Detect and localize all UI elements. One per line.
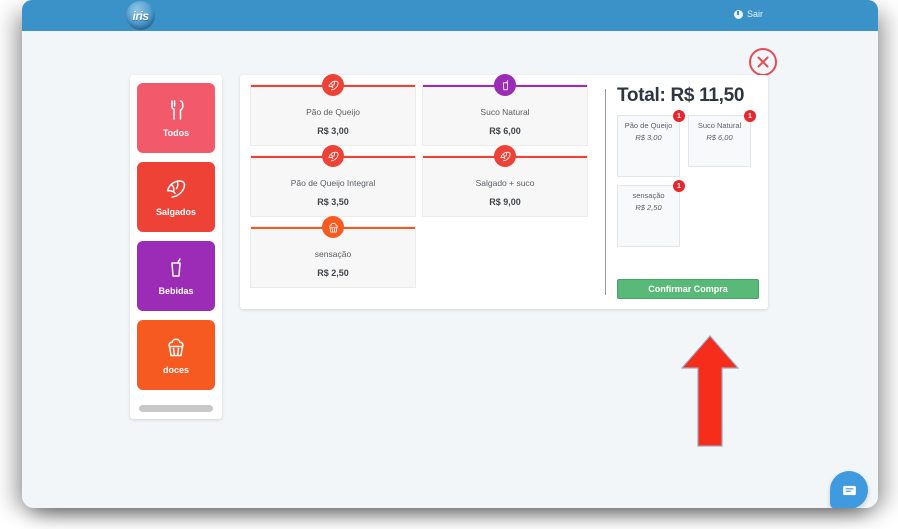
product-icon-badge xyxy=(322,74,344,96)
close-button[interactable] xyxy=(749,48,777,76)
product-icon-badge xyxy=(494,74,516,96)
croissant-icon xyxy=(327,151,339,161)
category-button-salgados[interactable]: Salgados xyxy=(137,162,215,232)
product-card[interactable]: Suco Natural R$ 6,00 xyxy=(422,74,588,146)
product-name: Pão de Queijo Integral xyxy=(290,177,376,188)
product-icon-badge xyxy=(494,145,516,167)
panel-divider xyxy=(605,89,606,295)
logout-button[interactable]: Sair xyxy=(733,9,763,19)
category-button-bebidas[interactable]: Bebidas xyxy=(137,241,215,311)
drink-cup-icon xyxy=(502,79,508,90)
power-icon xyxy=(733,9,743,19)
cupcake-icon xyxy=(328,222,338,233)
fork-knife-icon xyxy=(171,100,184,120)
croissant-icon xyxy=(166,180,186,198)
category-label: Salgados xyxy=(155,207,196,217)
category-label: doces xyxy=(162,365,189,375)
cart-item-price: R$ 6,00 xyxy=(706,132,733,142)
product-name: Salgado + suco xyxy=(475,177,535,188)
cart-item-quantity-badge: 1 xyxy=(673,180,685,192)
product-card[interactable]: Pão de Queijo R$ 3,00 xyxy=(250,74,416,146)
cart-item-price: R$ 2,50 xyxy=(635,202,662,212)
cart-item-name: Pão de Queijo xyxy=(624,121,673,130)
croissant-icon-wrap xyxy=(164,177,188,203)
cart-item-name: sensação xyxy=(632,191,665,200)
app-logo-text: iris xyxy=(132,8,149,23)
croissant-icon xyxy=(327,80,339,90)
sidebar-horizontal-scrollbar[interactable] xyxy=(139,405,213,412)
up-arrow-icon xyxy=(680,335,740,447)
drink-cup-icon-wrap xyxy=(164,256,188,282)
product-name: sensação xyxy=(314,248,352,259)
croissant-icon xyxy=(499,151,511,161)
product-card[interactable]: Pão de Queijo Integral R$ 3,50 xyxy=(250,145,416,217)
cart-item-name: Suco Natural xyxy=(697,121,742,130)
product-card[interactable]: Salgado + suco R$ 9,00 xyxy=(422,145,588,217)
cupcake-icon-wrap xyxy=(164,335,188,361)
app-logo[interactable]: iris xyxy=(126,1,155,30)
product-icon-badge xyxy=(322,145,344,167)
product-price: R$ 6,00 xyxy=(489,125,521,136)
close-icon xyxy=(757,56,769,68)
product-card[interactable]: sensação R$ 2,50 xyxy=(250,216,416,288)
cart-item-quantity-badge: 1 xyxy=(673,110,685,122)
app-header: iris Sair xyxy=(22,0,878,31)
fork-knife-icon-wrap xyxy=(164,98,188,124)
category-label: Todos xyxy=(162,128,190,138)
category-button-todos[interactable]: Todos xyxy=(137,83,215,153)
cart-item[interactable]: 1 sensação R$ 2,50 xyxy=(617,180,685,247)
product-price: R$ 3,00 xyxy=(317,125,349,136)
product-price: R$ 9,00 xyxy=(489,196,521,207)
logout-label: Sair xyxy=(746,9,763,19)
cupcake-icon xyxy=(168,338,184,357)
cart-item-quantity-badge: 1 xyxy=(744,110,756,122)
chat-bubble-icon xyxy=(842,485,856,495)
cart-item-price: R$ 3,00 xyxy=(635,132,662,142)
drink-cup-icon xyxy=(171,258,181,277)
product-price: R$ 2,50 xyxy=(317,267,349,278)
product-name: Suco Natural xyxy=(480,106,530,117)
product-price: R$ 3,50 xyxy=(317,196,349,207)
chat-widget-button[interactable] xyxy=(830,471,868,508)
red-up-arrow-annotation xyxy=(680,334,740,448)
confirm-purchase-button[interactable]: Confirmar Compra xyxy=(617,279,759,299)
product-icon-badge xyxy=(322,216,344,238)
product-name: Pão de Queijo xyxy=(306,106,360,117)
cart-total: Total: R$ 11,50 xyxy=(617,85,745,106)
category-button-doces[interactable]: doces xyxy=(137,320,215,390)
category-label: Bebidas xyxy=(158,286,194,296)
